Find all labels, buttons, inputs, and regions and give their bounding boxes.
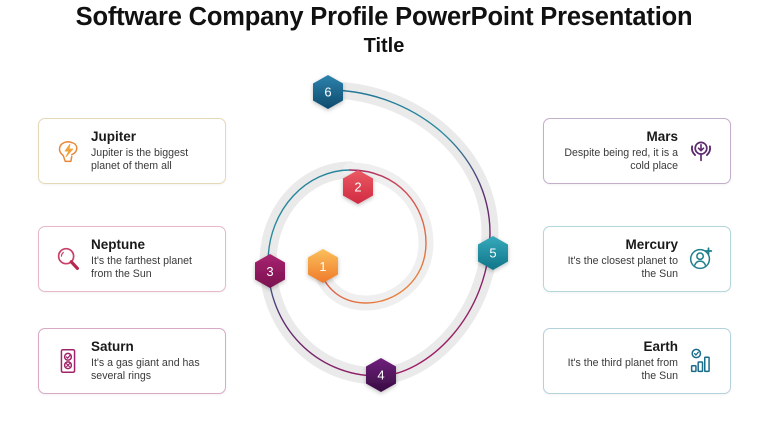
- card-earth[interactable]: Earth It's the third planet from the Sun: [543, 328, 731, 394]
- spiral-step-1-label: 1: [319, 259, 326, 274]
- card-description: Jupiter is the biggest planet of them al…: [91, 147, 189, 172]
- card-mercury[interactable]: Mercury It's the closest planet to the S…: [543, 226, 731, 292]
- card-saturn[interactable]: Saturn It's a gas giant and has several …: [38, 328, 226, 394]
- spiral-step-5-label: 5: [489, 246, 496, 261]
- card-description: Despite being red, it is a cold place: [564, 147, 678, 172]
- spiral-step-5[interactable]: 5: [478, 236, 508, 270]
- spiral-process-diagram: 1 2 3 4 5 6: [238, 58, 538, 408]
- spiral-step-1[interactable]: 1: [308, 249, 338, 283]
- card-title: Neptune: [91, 237, 145, 253]
- card-title: Jupiter: [91, 129, 137, 145]
- download-antenna-icon: [681, 131, 721, 171]
- add-user-icon: [681, 239, 721, 279]
- card-neptune[interactable]: Neptune It's the farthest planet from th…: [38, 226, 226, 292]
- card-description: It's the third planet from the Sun: [567, 357, 678, 382]
- checklist-approve-reject-icon: [48, 341, 88, 381]
- spiral-step-6[interactable]: 6: [313, 75, 343, 109]
- spiral-step-3-label: 3: [266, 264, 273, 279]
- card-jupiter[interactable]: Jupiter Jupiter is the biggest planet of…: [38, 118, 226, 184]
- card-description: It's the closest planet to the Sun: [567, 255, 678, 280]
- card-description: It's a gas giant and has several rings: [91, 357, 200, 382]
- card-mars[interactable]: Mars Despite being red, it is a cold pla…: [543, 118, 731, 184]
- magnifier-icon: [48, 239, 88, 279]
- card-description: It's the farthest planet from the Sun: [91, 255, 192, 280]
- page-title: Software Company Profile PowerPoint Pres…: [75, 3, 693, 31]
- spiral-step-2-label: 2: [354, 180, 361, 195]
- spiral-step-3[interactable]: 3: [255, 254, 285, 288]
- brain-lightning-icon: [48, 131, 88, 171]
- card-title: Mars: [646, 129, 678, 145]
- spiral-band: [259, 81, 499, 385]
- spiral-step-4-label: 4: [377, 368, 384, 383]
- card-title: Saturn: [91, 339, 134, 355]
- card-title: Earth: [643, 339, 678, 355]
- bar-chart-check-icon: [681, 341, 721, 381]
- title-block: Software Company Profile PowerPoint Pres…: [0, 2, 768, 59]
- page-subtitle: Title: [363, 35, 405, 57]
- spiral-step-6-label: 6: [324, 85, 331, 100]
- spiral-step-4[interactable]: 4: [366, 358, 396, 392]
- spiral-step-2[interactable]: 2: [343, 170, 373, 204]
- card-title: Mercury: [625, 237, 678, 253]
